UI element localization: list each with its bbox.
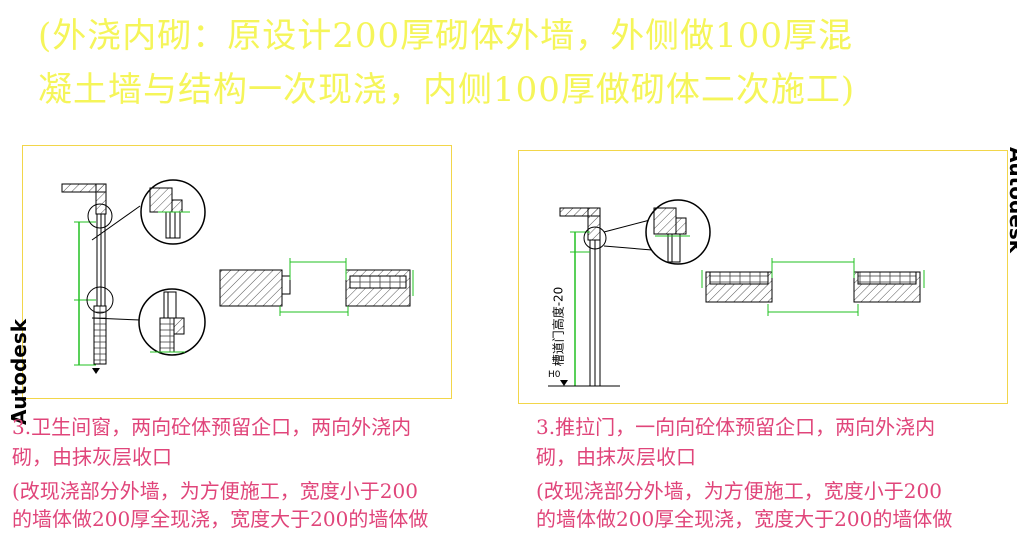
vertical-note: 槽道门高度-20 — [551, 286, 566, 367]
right-caption-line-1: 3.推拉门，一向向砼体预留企口，两向外浇内 — [536, 415, 936, 439]
autodesk-watermark-left: Autodesk — [7, 318, 32, 426]
right-detail-circle — [645, 199, 711, 265]
right-door-section — [548, 207, 653, 387]
right-drawing-frame — [518, 150, 1008, 404]
autodesk-watermark-right: Autodesk — [1005, 146, 1017, 254]
heading-line-2: 凝土墙与结构一次现浇，内侧100厚做砌体二次施工) — [38, 70, 856, 110]
left-caption-line-4: 的墙体做200厚全现浇，宽度大于200的墙体做 — [12, 507, 429, 531]
right-caption-line-3: (改现浇部分外墙，为方便施工，宽度小于200 — [536, 479, 942, 503]
left-plan-view — [219, 258, 414, 316]
left-caption-line-1: 3.卫生间窗，两向砼体预留企口，两向外浇内 — [12, 415, 412, 439]
left-detail-circle-top — [140, 179, 206, 245]
left-drawing-frame — [22, 145, 452, 399]
heading-line-1: (外浇内砌：原设计200厚砌体外墙，外侧做100厚混 — [38, 16, 854, 56]
right-caption-line-4: 的墙体做200厚全现浇，宽度大于200的墙体做 — [536, 507, 953, 531]
left-detail-circle-bottom — [138, 288, 206, 356]
right-plan-view — [701, 258, 925, 316]
level-mark: H0 — [548, 370, 561, 380]
right-caption-line-2: 砌，由抹灰层收口 — [536, 445, 696, 469]
cad-drawings — [61, 179, 925, 387]
left-window-section — [61, 183, 141, 374]
left-caption-line-3: (改现浇部分外墙，为方便施工，宽度小于200 — [12, 479, 418, 503]
left-caption-line-2: 砌，由抹灰层收口 — [12, 445, 172, 469]
